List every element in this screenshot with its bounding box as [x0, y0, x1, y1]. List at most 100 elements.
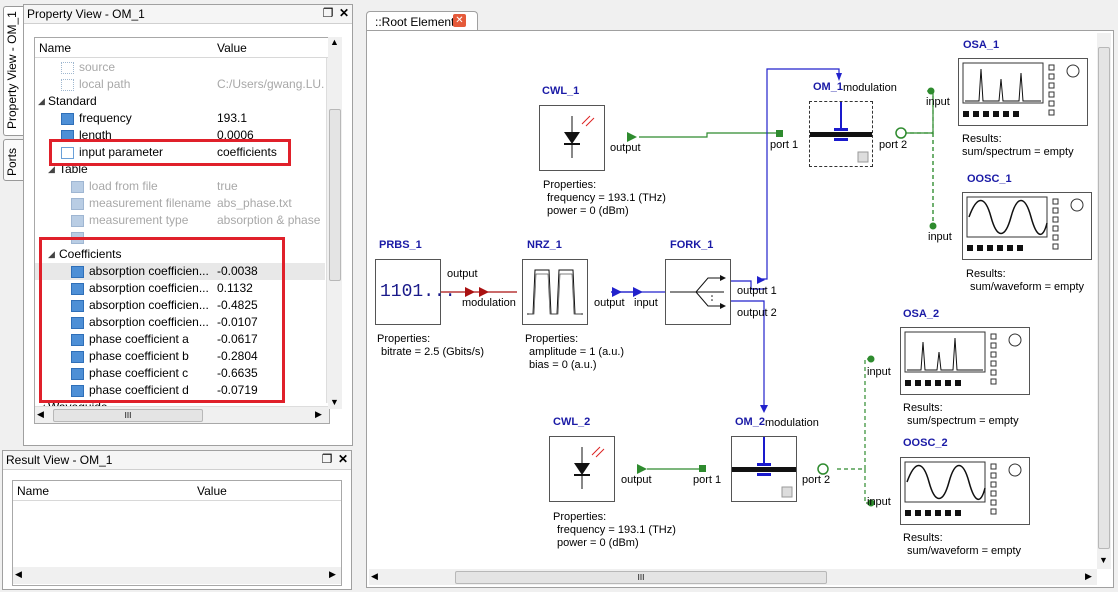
property-row[interactable]: local path C:/Users/gwang.LU...	[35, 76, 325, 93]
property-row[interactable]: frequency 193.1	[35, 110, 325, 127]
om1-block[interactable]	[809, 101, 873, 167]
close-tab-icon[interactable]: ✕	[453, 14, 466, 27]
property-row[interactable]: phase coefficient d -0.0719	[35, 382, 325, 399]
om1-title: OM_1	[813, 81, 843, 93]
scroll-up-icon[interactable]: ▲	[330, 37, 339, 47]
spectrum-analyzer-icon	[904, 331, 1022, 386]
property-view-title: Property View - OM_1	[24, 5, 352, 24]
modulator-icon	[732, 437, 796, 498]
om2-block[interactable]	[731, 436, 797, 502]
cwl1-port-output: output	[610, 142, 641, 154]
oosc2-title: OOSC_2	[903, 437, 948, 449]
nrz1-title: NRZ_1	[527, 239, 562, 251]
cwl2-block[interactable]	[549, 436, 615, 502]
column-name[interactable]: Name	[17, 484, 50, 498]
scroll-left-icon[interactable]: ◀	[371, 571, 378, 581]
group-row-standard[interactable]: ◢ Standard	[38, 94, 97, 108]
property-icon	[71, 334, 84, 346]
property-row[interactable]: source	[35, 59, 325, 76]
scroll-down-icon[interactable]: ▼	[1099, 555, 1108, 565]
scroll-thumb[interactable]	[1098, 47, 1110, 549]
oscilloscope-icon	[966, 196, 1084, 251]
canvas-hscrollbar[interactable]: ◀ III ▶	[369, 569, 1097, 585]
group-row-coefficients[interactable]: ◢ Coefficients	[48, 247, 122, 261]
column-value[interactable]: Value	[197, 484, 227, 498]
osa2-title: OSA_2	[903, 308, 940, 320]
scroll-down-icon[interactable]: ▼	[330, 397, 339, 407]
osa2-block[interactable]	[900, 327, 1030, 395]
property-hscrollbar[interactable]: ◀ III ▶	[35, 406, 329, 423]
property-icon	[71, 385, 84, 397]
fork1-title: FORK_1	[670, 239, 714, 251]
tab-ports[interactable]: Ports	[3, 139, 24, 181]
tab-root-element[interactable]: ::Root Element ✕	[366, 11, 478, 31]
scroll-thumb[interactable]	[329, 109, 341, 281]
scroll-thumb[interactable]: III	[455, 571, 827, 584]
prbs1-title: PRBS_1	[379, 239, 422, 251]
cwl2-title: CWL_2	[553, 416, 591, 428]
checkbox-icon	[71, 181, 84, 193]
list-icon	[71, 215, 84, 227]
close-icon[interactable]: ✕	[337, 452, 349, 466]
oosc1-title: OOSC_1	[967, 173, 1012, 185]
laser-diode-icon	[574, 446, 605, 489]
pulse-generator-icon	[527, 269, 583, 315]
property-row[interactable]: measurement type absorption & phase	[35, 212, 325, 229]
splitter-icon	[670, 275, 726, 309]
property-icon	[61, 62, 74, 74]
property-icon	[61, 113, 74, 125]
column-value[interactable]: Value	[217, 41, 247, 55]
oscilloscope-icon	[904, 461, 1022, 516]
osa1-title: OSA_1	[963, 39, 1000, 51]
property-row-selected[interactable]: absorption coefficien... -0.0038	[35, 263, 325, 280]
cwl1-title: CWL_1	[542, 85, 580, 97]
property-panel-vscrollbar[interactable]: ▲ ▼	[328, 37, 342, 409]
cwl1-block[interactable]	[539, 105, 605, 171]
table-icon	[61, 147, 74, 159]
oosc2-block[interactable]	[900, 457, 1030, 525]
property-icon	[71, 283, 84, 295]
property-icon	[71, 317, 84, 329]
schematic-canvas[interactable]: CWL_1 output Properties: frequency = 193…	[366, 30, 1114, 588]
close-icon[interactable]: ✕	[338, 6, 350, 20]
property-row[interactable]: measurement filename abs_phase.txt	[35, 195, 325, 212]
restore-icon[interactable]: ❐	[321, 452, 333, 466]
expand-caret-icon[interactable]: ◢	[48, 164, 55, 174]
expand-caret-icon[interactable]: ◢	[48, 249, 55, 259]
property-row[interactable]: absorption coefficien... 0.1132	[35, 280, 325, 297]
osa1-block[interactable]	[958, 58, 1088, 126]
property-row[interactable]: phase coefficient b -0.2804	[35, 348, 325, 365]
result-view-title: Result View - OM_1	[3, 451, 351, 470]
expand-caret-icon[interactable]: ◢	[38, 96, 45, 106]
property-row[interactable]: absorption coefficien... -0.4825	[35, 297, 325, 314]
prbs1-block[interactable]: 1101...	[375, 259, 456, 325]
file-icon	[71, 198, 84, 210]
result-hscrollbar[interactable]: ◀ ▶	[13, 567, 341, 584]
property-row[interactable]: load from file true	[35, 178, 325, 195]
spectrum-analyzer-icon	[962, 62, 1080, 117]
column-name[interactable]: Name	[39, 41, 72, 55]
property-row-input-parameter[interactable]: input parameter coefficients	[35, 144, 325, 161]
scroll-left-icon[interactable]: ◀	[15, 569, 22, 579]
oosc1-block[interactable]	[962, 192, 1092, 260]
prbs-symbol: 1101...	[380, 282, 456, 302]
scroll-right-icon[interactable]: ▶	[1085, 571, 1092, 581]
scroll-left-icon[interactable]: ◀	[37, 409, 44, 419]
property-row[interactable]: absorption coefficien... -0.0107	[35, 314, 325, 331]
fork1-block[interactable]	[665, 259, 731, 325]
tab-property-view[interactable]: Property View - OM_1	[3, 6, 23, 136]
property-icon	[61, 79, 74, 91]
property-icon	[71, 351, 84, 363]
property-vscrollbar[interactable]	[326, 58, 329, 403]
result-grid-header: Name Value	[13, 481, 341, 501]
restore-icon[interactable]: ❐	[322, 6, 334, 20]
property-icon	[71, 368, 84, 380]
property-row[interactable]: phase coefficient c -0.6635	[35, 365, 325, 382]
scroll-right-icon[interactable]: ▶	[315, 409, 322, 419]
scroll-thumb[interactable]: III	[53, 409, 203, 422]
scroll-right-icon[interactable]: ▶	[329, 569, 336, 579]
nrz1-block[interactable]	[522, 259, 588, 325]
property-row[interactable]: phase coefficient a -0.0617	[35, 331, 325, 348]
highlight-coefficients	[39, 237, 285, 403]
canvas-vscrollbar[interactable]: ▼	[1097, 33, 1111, 569]
